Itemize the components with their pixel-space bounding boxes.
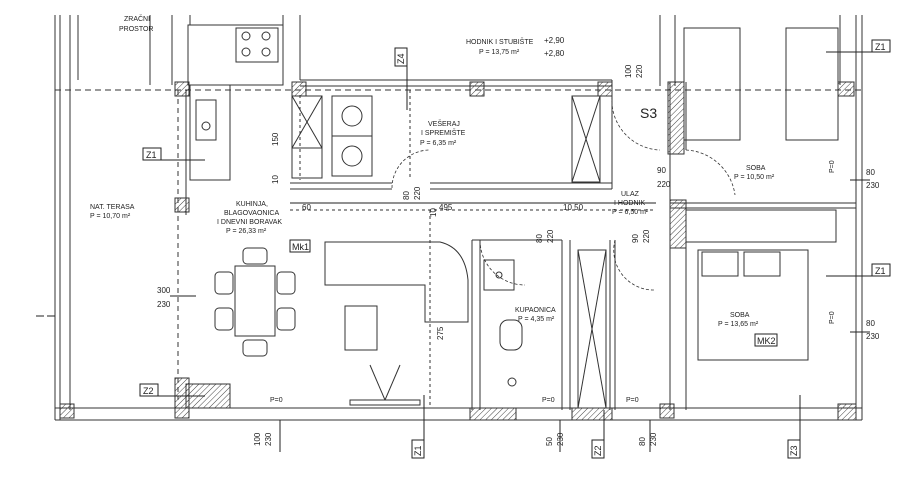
living-furniture bbox=[214, 241, 469, 406]
laundry-fixtures bbox=[291, 95, 601, 183]
area-soba1: P = 10,50 m² bbox=[734, 174, 775, 181]
sill-p0-c: P=0 bbox=[626, 397, 639, 404]
label-zracni-2: PROSTOR bbox=[119, 26, 154, 33]
level-down: +2,80 bbox=[544, 49, 565, 58]
label-ulaz-1: ULAZ bbox=[621, 191, 640, 198]
area-terasa: P = 10,70 m² bbox=[90, 213, 131, 220]
area-kupaonica: P = 4,35 m² bbox=[518, 316, 555, 323]
dim-80-c: 80 bbox=[866, 168, 875, 177]
tag-mk1: Mk1 bbox=[292, 242, 309, 252]
tag-z2-left: Z2 bbox=[143, 386, 154, 396]
dim-220-d: 220 bbox=[642, 229, 651, 243]
dim-300: 300 bbox=[157, 286, 171, 295]
kitchen-counter bbox=[189, 27, 279, 181]
dim-80-b: 80 bbox=[535, 234, 544, 243]
dimension-texts: 100 220 150 10 80 220 90 220 80 220 90 2… bbox=[157, 64, 880, 446]
sill-p0-a: P=0 bbox=[270, 397, 283, 404]
walls bbox=[54, 15, 863, 421]
dim-100-bot: 100 bbox=[253, 432, 262, 446]
tag-mk2: MK2 bbox=[757, 336, 776, 346]
dim-80-a: 80 bbox=[402, 191, 411, 200]
dim-80-d: 80 bbox=[866, 319, 875, 328]
dim-50-bot: 50 bbox=[545, 437, 554, 446]
dim-10-b: 10 bbox=[429, 208, 438, 217]
label-vesaraj-2: I SPREMIŠTE bbox=[421, 128, 466, 137]
dim-220-b: 220 bbox=[657, 180, 671, 189]
bathroom-fixtures bbox=[483, 249, 607, 409]
label-soba2: SOBA bbox=[730, 312, 750, 319]
area-kuhinja: P = 26,33 m² bbox=[226, 228, 267, 235]
area-ulaz: P = 6,50 m² bbox=[612, 209, 649, 216]
tag-z3-bottom: Z3 bbox=[789, 445, 799, 456]
element-tags bbox=[139, 39, 891, 459]
dim-150: 150 bbox=[271, 132, 280, 146]
area-vesaraj: P = 6,35 m² bbox=[420, 140, 457, 147]
dim-100-top: 100 bbox=[624, 64, 633, 78]
label-kuhinja-2: BLAGOVAONICA bbox=[224, 210, 279, 217]
dim-10-50: 10 50 bbox=[563, 203, 584, 212]
door-swings bbox=[391, 95, 736, 291]
label-vesaraj-1: VEŠERAJ bbox=[428, 119, 460, 128]
room-labels: ZRAČNI PROSTOR HODNIK I STUBIŠTE P = 13,… bbox=[90, 14, 775, 328]
dim-90-b: 90 bbox=[631, 234, 640, 243]
area-hodnik: P = 13,75 m² bbox=[479, 49, 520, 56]
tag-z1-kitchen: Z1 bbox=[146, 150, 157, 160]
tag-s3: S3 bbox=[640, 105, 657, 121]
tag-z1-top: Z1 bbox=[875, 42, 886, 52]
label-kuhinja-3: I DNEVNI BORAVAK bbox=[217, 219, 282, 226]
label-zracni-1: ZRAČNI bbox=[124, 14, 150, 23]
label-hodnik: HODNIK I STUBIŠTE bbox=[466, 37, 534, 46]
dim-90: 90 bbox=[657, 166, 666, 175]
level-up: +2,90 bbox=[544, 36, 565, 45]
dim-220-a: 220 bbox=[413, 186, 422, 200]
dim-230-a: 230 bbox=[157, 300, 171, 309]
tag-z1-bottom: Z1 bbox=[413, 445, 423, 456]
sill-p0-e: P=0 bbox=[829, 311, 836, 324]
dim-230-bot-c: 230 bbox=[649, 432, 658, 446]
dim-230-b: 230 bbox=[866, 181, 880, 190]
sill-p0-d: P=0 bbox=[829, 160, 836, 173]
dimension-ticks bbox=[36, 179, 870, 452]
tag-texts: Z1 Z1 Z1 Z2 Mk1 MK2 Z4 Z1 Z2 Z3 S3 bbox=[143, 42, 886, 456]
beds bbox=[683, 27, 839, 361]
dim-230-c: 230 bbox=[866, 332, 880, 341]
area-soba2: P = 13,65 m² bbox=[718, 321, 759, 328]
label-kupaonica: KUPAONICA bbox=[515, 307, 556, 314]
dim-10: 10 bbox=[271, 175, 280, 184]
dim-220-top: 220 bbox=[635, 64, 644, 78]
sill-p0-b: P=0 bbox=[542, 397, 555, 404]
dim-495: 495 bbox=[439, 203, 453, 212]
tag-z1-right: Z1 bbox=[875, 266, 886, 276]
dim-230-bot: 230 bbox=[264, 432, 273, 446]
label-soba1: SOBA bbox=[746, 165, 766, 172]
label-terasa: NAT. TERASA bbox=[90, 204, 135, 211]
dim-80-bot: 80 bbox=[638, 437, 647, 446]
dim-60: 60 bbox=[302, 203, 311, 212]
tag-z2-bottom: Z2 bbox=[593, 445, 603, 456]
dim-275: 275 bbox=[436, 326, 445, 340]
tag-leaders bbox=[140, 51, 890, 458]
tag-z4: Z4 bbox=[396, 53, 406, 64]
dim-220-c: 220 bbox=[546, 229, 555, 243]
label-kuhinja-1: KUHINJA, bbox=[236, 201, 268, 208]
